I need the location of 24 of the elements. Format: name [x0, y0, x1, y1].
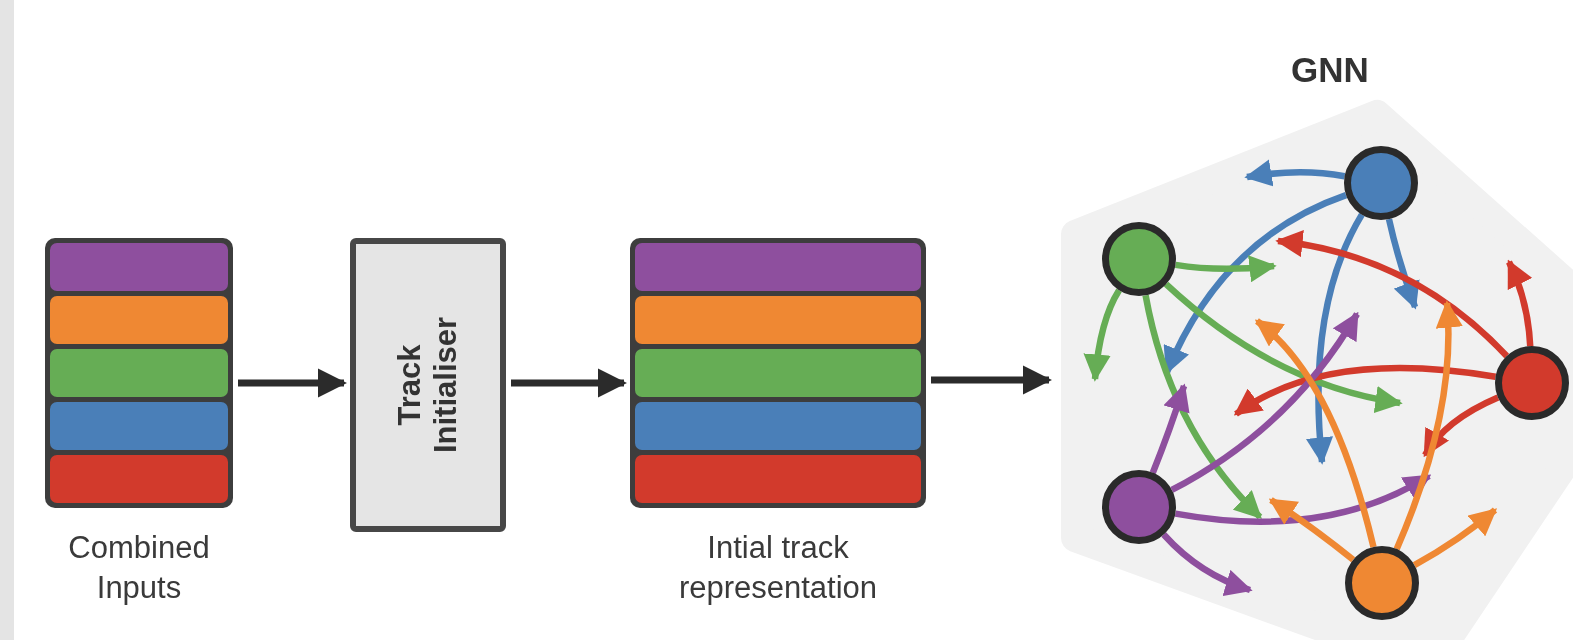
- arrow: [1161, 532, 1253, 596]
- arrow: [1254, 318, 1377, 548]
- graph-title: GNN: [1290, 49, 1370, 91]
- arrow: [1083, 288, 1122, 382]
- arrow: [1275, 230, 1509, 359]
- arrow: [1170, 311, 1360, 493]
- arrow: [1149, 383, 1190, 474]
- arrow: [1412, 507, 1498, 568]
- arrow: [1175, 254, 1277, 283]
- arrow: [1422, 394, 1500, 458]
- arrow: [1233, 364, 1496, 417]
- arrow: [1244, 159, 1346, 187]
- arrow: [1506, 259, 1534, 347]
- arrow: [1163, 281, 1403, 413]
- arrow: [1393, 300, 1463, 551]
- arrow: [1268, 497, 1356, 563]
- arrow: [1164, 192, 1348, 375]
- stack-caption: Combined Inputs: [67, 529, 211, 607]
- arrow: [1142, 294, 1263, 520]
- arrow: [1385, 218, 1420, 310]
- stack-caption: Intial track representation: [677, 529, 879, 607]
- arrow: [1174, 473, 1432, 525]
- arrow: [1306, 213, 1365, 465]
- process-box: Track Initialiser: [350, 238, 506, 532]
